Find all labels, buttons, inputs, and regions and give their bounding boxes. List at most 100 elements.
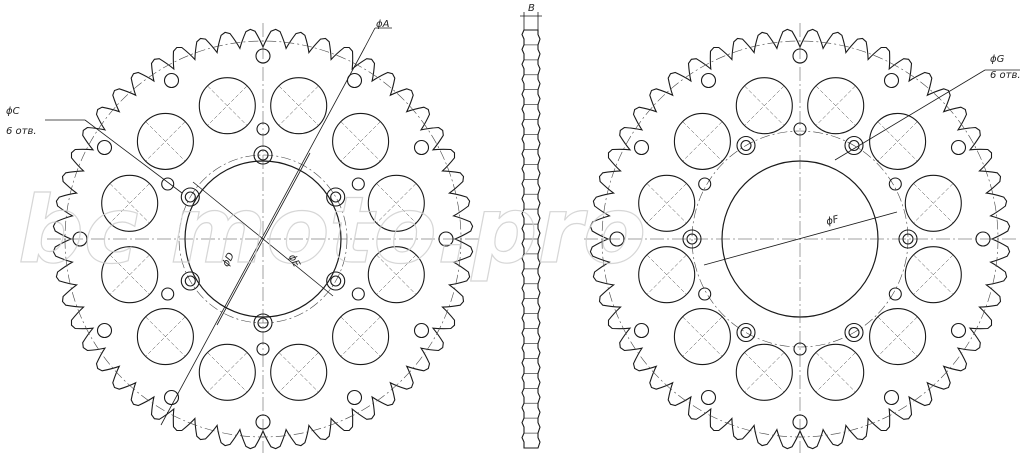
lightening-hole [673, 308, 731, 366]
leader-line-g [834, 69, 986, 161]
small-hole [256, 122, 270, 136]
small-hole [72, 231, 88, 247]
bolt-hole-inner [740, 326, 752, 339]
small-hole [96, 322, 113, 339]
bolt-hole-inner [257, 149, 269, 161]
hole-centerline [145, 121, 186, 162]
bolt-hole-outer [180, 187, 200, 207]
bolt-hole-inner [902, 233, 914, 245]
small-hole [633, 139, 650, 156]
small-hole [161, 177, 175, 191]
dimension-label-f: ϕF [825, 214, 840, 228]
bolt-hole-outer [326, 271, 346, 291]
dimension-label-a: ϕA [376, 19, 390, 30]
lightening-hole [735, 77, 793, 135]
hole-centerline [207, 85, 248, 126]
dimension-label-c: ϕC [6, 106, 20, 117]
hole-centerline [815, 352, 856, 393]
lightening-hole [638, 246, 696, 304]
small-hole [793, 122, 807, 136]
small-hole [793, 342, 807, 356]
lightening-hole [101, 174, 159, 232]
lightening-hole [869, 112, 927, 170]
bolt-hole-outer [326, 187, 346, 207]
bolt-hole-inner [686, 233, 698, 245]
lightening-hole [869, 308, 927, 366]
small-hole [161, 287, 175, 301]
small-hole [609, 231, 625, 247]
hole-centerline [340, 316, 381, 357]
bolt-hole-outer [253, 313, 273, 333]
bolt-hole-outer [180, 271, 200, 291]
bolt-hole-outer [844, 322, 864, 343]
hole-centerline [913, 254, 954, 295]
hole-centerline [744, 352, 785, 393]
lightening-hole [332, 112, 390, 170]
small-hole [888, 177, 902, 191]
small-hole [346, 389, 363, 406]
bolt-hole-inner [184, 275, 196, 287]
hole-centerline [913, 183, 954, 224]
small-hole [413, 322, 430, 339]
hole-centerline [109, 183, 150, 224]
front-view-sprocket [45, 23, 479, 453]
small-hole [96, 139, 113, 156]
small-hole [255, 414, 271, 430]
small-hole [700, 389, 717, 406]
lightening-hole [638, 174, 696, 232]
lightening-hole [735, 343, 793, 401]
lightening-hole [198, 77, 256, 135]
hole-centerline [646, 183, 687, 224]
lightening-hole [136, 308, 194, 366]
lightening-hole [367, 246, 425, 304]
back-view-sprocket [584, 23, 1020, 453]
bolt-hole-outer [682, 229, 702, 249]
bolt-hole-inner [848, 326, 860, 339]
small-hole [698, 177, 712, 191]
hole-centerline [278, 85, 319, 126]
small-hole [950, 139, 967, 156]
bolt-hole-outer [844, 135, 864, 156]
small-hole [351, 177, 365, 191]
bolt-hole-outer [898, 229, 918, 249]
side-profile-outline [521, 29, 541, 449]
lightening-hole [136, 112, 194, 170]
dimension-line-f [703, 211, 898, 266]
dimension-label-c-note: 6 отв. [6, 126, 37, 137]
small-hole [698, 287, 712, 301]
bolt-hole-inner [330, 191, 342, 203]
dimension-label-b: B [528, 3, 535, 14]
small-hole [888, 287, 902, 301]
small-hole [883, 72, 900, 89]
hole-centerline [877, 121, 918, 162]
lightening-hole [270, 77, 328, 135]
hole-centerline [376, 183, 417, 224]
small-hole [950, 322, 967, 339]
lightening-hole [673, 112, 731, 170]
small-hole [700, 72, 717, 89]
hole-centerline [278, 352, 319, 393]
dimension-line-a [160, 46, 366, 426]
small-hole [633, 322, 650, 339]
hole-centerline [744, 85, 785, 126]
hole-centerline [145, 316, 186, 357]
bolt-hole-outer [736, 322, 756, 343]
hole-centerline [815, 85, 856, 126]
small-hole [883, 389, 900, 406]
side-view-profile [520, 12, 542, 449]
lightening-hole [807, 77, 865, 135]
small-hole [256, 342, 270, 356]
small-hole [792, 414, 808, 430]
hole-centerline [207, 352, 248, 393]
hole-centerline [109, 254, 150, 295]
small-hole [438, 231, 454, 247]
watermark-text: bc moto.pro [18, 177, 646, 284]
small-hole [255, 48, 271, 64]
dimension-line-e [216, 152, 311, 326]
lightening-hole [904, 174, 962, 232]
dimension-label-g: ϕG [990, 54, 1005, 65]
bolt-hole-inner [740, 139, 752, 152]
small-hole [163, 72, 180, 89]
bolt-hole-inner [184, 191, 196, 203]
